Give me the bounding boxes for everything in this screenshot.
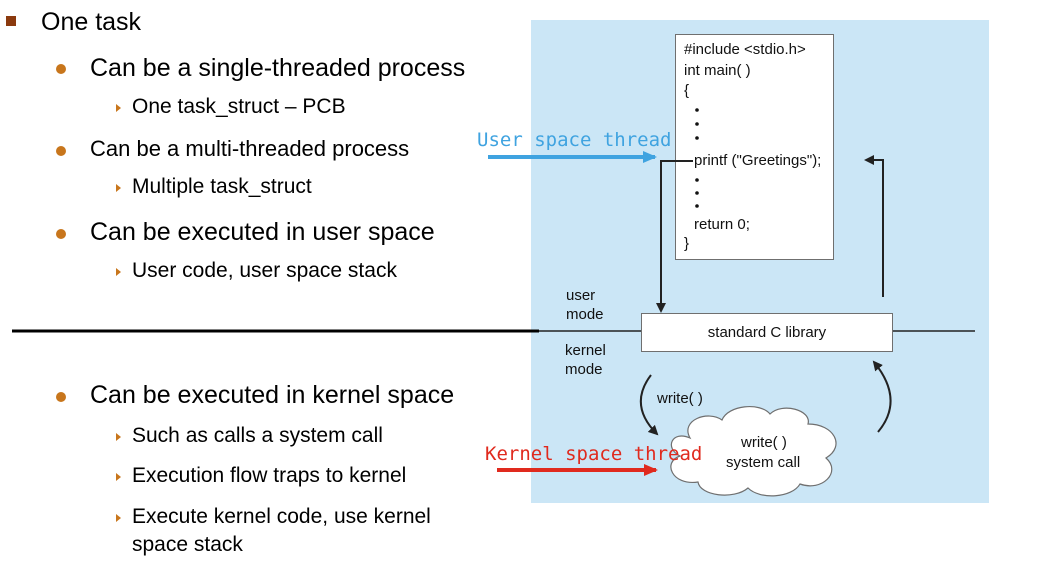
code-line-main: int main( ) <box>684 62 751 79</box>
triangle-bullet-icon <box>116 104 121 112</box>
code-line-close-brace: } <box>684 235 690 252</box>
code-line-printf: printf ("Greetings"); <box>694 152 822 169</box>
bullet-multi-thread: Can be a multi-threaded process <box>90 136 410 161</box>
call-down-arrow <box>656 160 693 313</box>
triangle-bullet-icon <box>116 473 121 481</box>
user-mode-label-line1: user <box>566 287 596 304</box>
bullet-single-thread-sub: One task_struct – PCB <box>132 95 346 118</box>
return-up-arrow <box>864 155 884 297</box>
dot-bullet-icon <box>56 392 66 402</box>
code-line-return: return 0; <box>694 216 750 233</box>
write-label: write( ) <box>657 390 703 407</box>
user-mode-label-line2: mode <box>566 306 604 323</box>
triangle-bullet-icon <box>116 514 121 522</box>
bullet-kernel-sub2: Execution flow traps to kernel <box>132 464 407 487</box>
code-ellipsis-dots <box>695 108 699 208</box>
bullet-one-task: One task <box>41 8 142 36</box>
return-curve-arrow <box>872 360 892 433</box>
bullet-kernel-sub3-line2: space stack <box>132 533 243 556</box>
square-bullet-icon <box>6 16 16 26</box>
system-call-cloud <box>670 406 837 497</box>
triangle-bullet-icon <box>116 268 121 276</box>
bullet-kernel-space: Can be executed in kernel space <box>90 381 455 409</box>
user-space-thread-label: User space thread <box>477 129 672 151</box>
dot-bullet-icon <box>56 146 66 156</box>
dot-bullet-icon <box>56 229 66 239</box>
triangle-bullet-icon <box>116 433 121 441</box>
trap-curve-arrow <box>639 374 659 436</box>
syscall-label-line1: write( ) <box>741 434 787 451</box>
triangle-bullet-icon <box>116 184 121 192</box>
bullet-kernel-sub1: Such as calls a system call <box>132 424 383 447</box>
kernel-space-thread-label: Kernel space thread <box>485 443 703 465</box>
bullet-user-space: Can be executed in user space <box>90 218 435 246</box>
kernel-mode-label-line2: mode <box>565 361 603 378</box>
bullet-kernel-sub3-line1: Execute kernel code, use kernel <box>132 505 431 528</box>
syscall-label-line2: system call <box>726 454 801 471</box>
bullet-user-space-sub: User code, user space stack <box>132 259 397 282</box>
code-line-open-brace: { <box>684 82 690 99</box>
code-box <box>675 34 834 260</box>
standard-c-library-box: standard C library <box>641 313 893 352</box>
dot-bullet-icon <box>56 64 66 74</box>
code-line-include: #include <stdio.h> <box>684 41 806 58</box>
bullet-multi-thread-sub: Multiple task_struct <box>132 175 312 198</box>
bullet-single-thread: Can be a single-threaded process <box>90 54 466 82</box>
kernel-mode-label-line1: kernel <box>565 342 606 359</box>
